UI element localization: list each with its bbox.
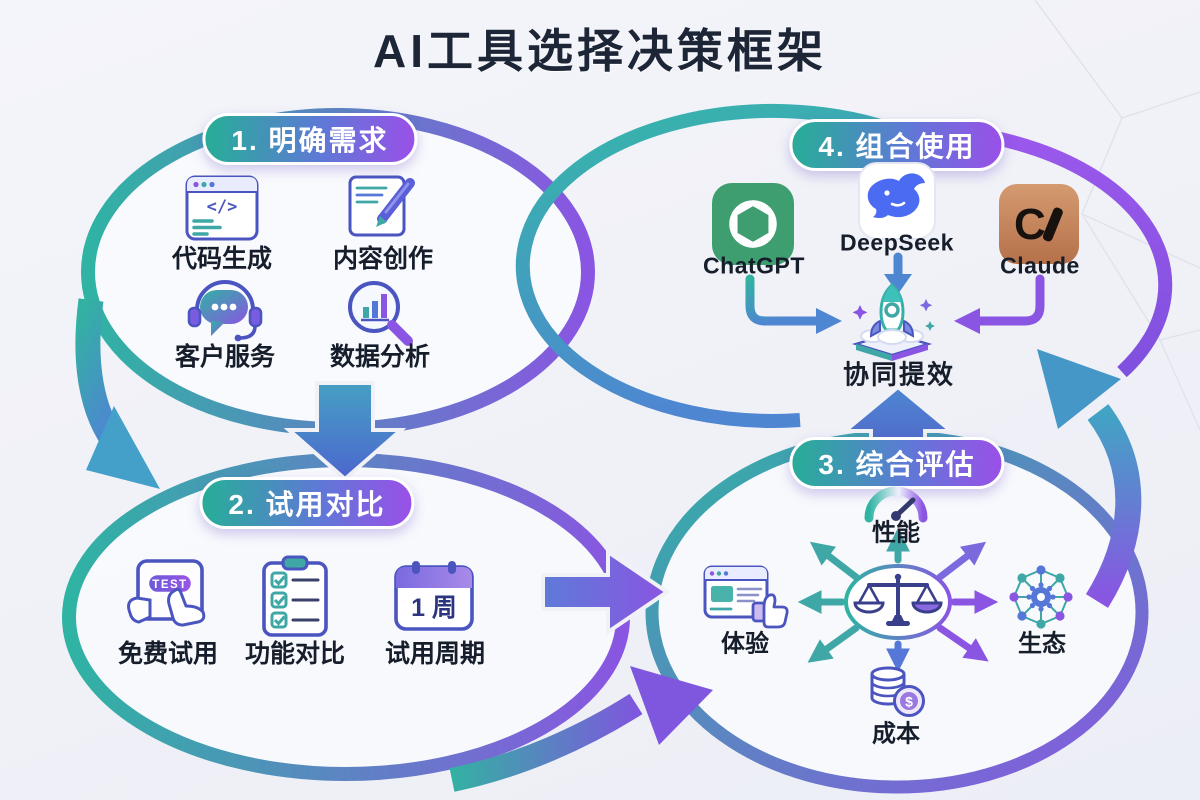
svg-text:C: C xyxy=(1014,200,1046,249)
step4-badge: 4. 组合使用 xyxy=(789,119,1005,171)
connector-chatgpt-to-rocket xyxy=(745,274,842,334)
calendar-text: 1 周 xyxy=(411,594,457,622)
rocket-launch-icon xyxy=(840,279,944,365)
connector-deepseek-to-rocket xyxy=(884,252,912,294)
step2-badge: 2. 试用对比 xyxy=(199,477,415,529)
step4-arc-left xyxy=(515,103,896,428)
claude-logo: C xyxy=(999,184,1079,264)
step4-badge-label: 4. 组合使用 xyxy=(818,131,976,162)
chatgpt-logo xyxy=(712,183,794,265)
dollar-symbol: $ xyxy=(905,694,913,710)
trial-item-label: 功能对比 xyxy=(244,640,346,668)
need-item-label: 内容创作 xyxy=(332,245,434,273)
tablet-test-icon: TEST xyxy=(122,555,218,639)
trial-item-label: 试用周期 xyxy=(384,640,486,668)
evaluation-item-label: 性能 xyxy=(872,519,920,547)
page-title: AI工具选择决策框架 xyxy=(373,25,827,77)
arrow-step1-to-step2 xyxy=(283,381,407,482)
step3-badge-label: 3. 综合评估 xyxy=(818,449,976,480)
need-item-label: 客户服务 xyxy=(174,343,276,371)
calendar-icon: 1 周 xyxy=(390,559,478,635)
code-window-icon: </> xyxy=(185,175,259,241)
svg-text:</>: </> xyxy=(207,197,238,217)
network-gear-icon xyxy=(1004,563,1078,631)
browser-thumbsup-icon xyxy=(703,565,789,629)
tool-label-claude: Claude xyxy=(1000,252,1080,279)
arrow-step2-to-step3 xyxy=(541,548,671,636)
step1-badge: 1. 明确需求 xyxy=(202,113,418,165)
evaluation-item-label: 体验 xyxy=(721,630,769,658)
step3-badge: 3. 综合评估 xyxy=(789,437,1005,489)
evaluation-item-label: 成本 xyxy=(872,720,920,748)
arrow-step3-to-step4-curve xyxy=(1037,349,1142,608)
evaluation-item-label: 生态 xyxy=(1018,630,1066,658)
pen-document-icon xyxy=(346,173,420,239)
balance-scale-icon xyxy=(843,563,953,641)
coins-icon: $ xyxy=(864,660,928,720)
need-item-label: 数据分析 xyxy=(329,343,431,371)
test-button-text: TEST xyxy=(152,579,187,591)
magnifier-chart-icon xyxy=(342,277,418,347)
step1-badge-label: 1. 明确需求 xyxy=(231,125,389,156)
need-item-label: 代码生成 xyxy=(171,245,273,273)
arrow-step1-to-step2-curve xyxy=(75,298,160,489)
trial-item-label: 免费试用 xyxy=(117,640,219,668)
connector-claude-to-rocket xyxy=(954,274,1045,334)
headset-chat-icon xyxy=(185,278,265,348)
result-label: 协同提效 xyxy=(842,359,956,390)
checklist-icon xyxy=(256,555,334,639)
evaluation-radial-arrows xyxy=(797,527,999,673)
tool-label-deepseek: DeepSeek xyxy=(840,229,954,256)
tool-label-chatgpt: ChatGPT xyxy=(703,252,805,279)
arrow-step2-to-step3-curve xyxy=(449,666,713,792)
gauge-icon xyxy=(863,481,929,523)
step2-badge-label: 2. 试用对比 xyxy=(228,489,386,520)
deepseek-logo xyxy=(858,162,936,240)
claude-logo-glyph: C xyxy=(1014,200,1063,249)
